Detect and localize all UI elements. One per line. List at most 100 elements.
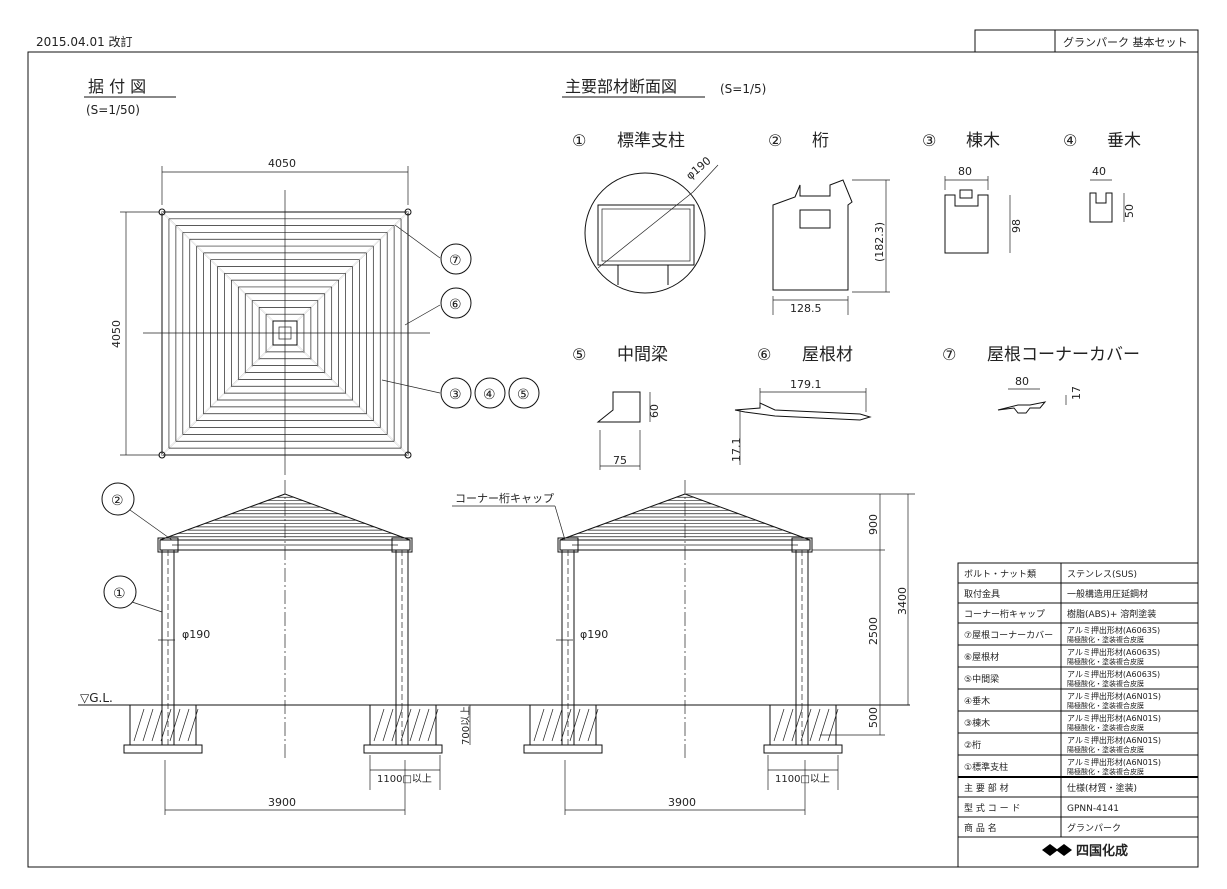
elev-callout-1: ① (113, 586, 126, 602)
rafter-height-dim: 50 (1123, 204, 1136, 218)
spec-row-value-sub: 陽極酸化・塗装複合皮膜 (1067, 701, 1144, 710)
plan-callout-7: ⑦ (449, 253, 462, 269)
spec-row-value-sub: 陽極酸化・塗装複合皮膜 (1067, 723, 1144, 732)
section-num-5: ⑤ (572, 345, 586, 364)
spec-row-value: 仕様(材質・塗装) (1067, 782, 1137, 794)
corner-cover-width-dim: 80 (1015, 375, 1029, 388)
spec-row-label: ボルト・ナット類 (964, 569, 1036, 580)
rafter-profile (1089, 192, 1113, 223)
plan-callout-6: ⑥ (449, 297, 462, 313)
footing-depth-dim: 700以上 (460, 706, 472, 745)
spec-row-value: ステンレス(SUS) (1067, 569, 1137, 580)
footing (123, 704, 203, 754)
elev-left-post-dia: φ190 (182, 628, 210, 641)
section-name-2: 桁 (812, 131, 829, 151)
section-name-6: 屋根材 (802, 345, 853, 365)
spec-row-label: ⑥屋根材 (964, 651, 999, 663)
spec-row-label: ②桁 (964, 739, 981, 751)
spec-row-value-sub: 陽極酸化・塗装複合皮膜 (1067, 679, 1144, 688)
spec-row-value: アルミ押出形材(A6N01S) (1067, 691, 1161, 701)
middle-beam-width-dim: 75 (613, 454, 627, 467)
ridge-width-dim: 80 (958, 165, 972, 178)
header-product-cell (1054, 29, 1199, 53)
elev-callout-2: ② (111, 493, 124, 509)
beam-width-dim: 128.5 (790, 302, 822, 315)
section-name-4: 垂木 (1107, 131, 1141, 151)
ridge-height-dim: 98 (1010, 219, 1023, 233)
span-left-dim: 3900 (268, 796, 296, 809)
section-name-5: 中間梁 (617, 345, 668, 365)
spec-row-value: アルミ押出形材(A6063S) (1067, 669, 1160, 679)
callout-circle-7 (440, 243, 472, 275)
section-num-6: ⑥ (757, 345, 771, 364)
spec-row-value-sub: 陽極酸化・塗装複合皮膜 (1067, 635, 1144, 644)
total-height-dim: 3400 (896, 587, 909, 615)
footing (363, 704, 443, 754)
plan-callout-3: ③ (449, 387, 462, 403)
callout-circle-5 (508, 377, 540, 409)
section-name-7: 屋根コーナーカバー (987, 345, 1140, 365)
section-name-3: 棟木 (966, 131, 1000, 151)
product-set-title: グランパーク 基本セット (1063, 35, 1188, 49)
spec-row-label: ①標準支柱 (964, 761, 1008, 773)
spec-row-label: 主 要 部 材 (964, 782, 1009, 794)
sheet-border (27, 51, 1199, 868)
footing (763, 704, 843, 754)
roof-panel-width-dim: 179.1 (790, 378, 822, 391)
header-blank-cell (974, 29, 1056, 53)
section-views: 主要部材断面図 (S=1/5) ① 標準支柱 ② 桁 ③ 棟木 ④ 垂木 ⑤ 中… (562, 77, 1141, 470)
spec-row-value: 一般構造用圧延鋼材 (1067, 588, 1148, 600)
section-num-3: ③ (922, 131, 936, 150)
roof-panel-profile (734, 402, 872, 421)
footing-below-dim: 500 (867, 707, 880, 728)
spec-row-label: 取付金具 (964, 588, 1000, 600)
spec-row-value-sub: 陽極酸化・塗装複合皮膜 (1067, 745, 1144, 754)
middle-beam-profile (596, 391, 641, 423)
spec-row-label: コーナー桁キャップ (964, 608, 1045, 620)
spec-row-value: アルミ押出形材(A6N01S) (1067, 757, 1161, 767)
roof-panel-height-dim: 17.1 (730, 438, 743, 463)
spec-row-value: アルミ押出形材(A6063S) (1067, 625, 1160, 635)
plan-scale: (S=1/50) (86, 103, 140, 117)
section-num-1: ① (572, 131, 586, 150)
sections-title: 主要部材断面図 (565, 77, 677, 96)
plan-title: 据 付 図 (88, 77, 146, 96)
plan-height-dim: 4050 (110, 320, 123, 348)
section-num-4: ④ (1063, 131, 1077, 150)
maker-name: 四国化成 (1076, 843, 1128, 859)
plan-view: 据 付 図 (S=1/50) 4050 4050 ⑦ ⑥ ③ ④ ⑤ (84, 77, 540, 475)
plan-width-dim: 4050 (268, 157, 296, 170)
corner-cover-profile (997, 401, 1047, 414)
beam-height-dim: (182.3) (873, 222, 886, 262)
callout-circle-3 (440, 377, 472, 409)
post-section-circle (584, 172, 706, 294)
elev-right-post-dia: φ190 (580, 628, 608, 641)
footing-size-left: 1100□以上 (377, 773, 432, 785)
section-num-7: ⑦ (942, 345, 956, 364)
spec-row-label: 型 式 コ ー ド (964, 802, 1020, 814)
post-dia-dim: φ190 (684, 154, 714, 182)
rafter-width-dim: 40 (1092, 165, 1106, 178)
callout-circle-4 (474, 377, 506, 409)
footing (523, 704, 603, 754)
spec-row-value: アルミ押出形材(A6N01S) (1067, 735, 1161, 745)
section-name-1: 標準支柱 (617, 131, 685, 151)
ridge-profile (944, 194, 989, 254)
corner-cover-height-dim: 17 (1070, 386, 1083, 400)
corner-cap-label: コーナー桁キャップ (455, 491, 554, 505)
revision-note: 2015.04.01 改訂 (36, 34, 133, 49)
spec-row-value-sub: 陽極酸化・塗装複合皮膜 (1067, 767, 1144, 776)
spec-row-value: アルミ押出形材(A6N01S) (1067, 713, 1161, 723)
spec-row-value: グランパーク (1067, 822, 1121, 834)
span-right-dim: 3900 (668, 796, 696, 809)
spec-row-label: ③棟木 (964, 717, 990, 729)
maker-logo: 四国化成 (1042, 843, 1128, 859)
roof-height-dim: 900 (867, 514, 880, 535)
callout-circle-6 (440, 287, 472, 319)
footing-size-right: 1100□以上 (775, 773, 830, 785)
ground-label: ▽G.L. (80, 691, 113, 705)
spec-row-value-sub: 陽極酸化・塗装複合皮膜 (1067, 657, 1144, 666)
spec-row-value: 樹脂(ABS)+ 溶剤塗装 (1067, 608, 1156, 620)
spec-row-label: ⑤中間梁 (964, 673, 999, 685)
